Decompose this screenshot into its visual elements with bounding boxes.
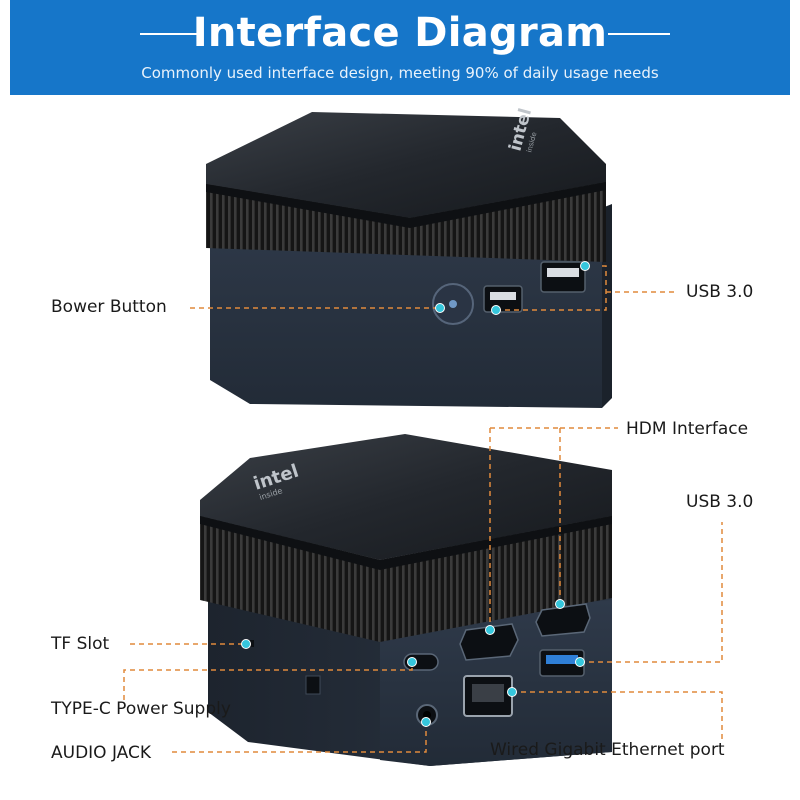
marker-type-c bbox=[407, 657, 417, 667]
device-top-lid bbox=[206, 112, 606, 218]
header-banner: Interface Diagram Commonly used interfac… bbox=[10, 0, 790, 95]
label-hdmi: HDM Interface bbox=[626, 419, 749, 439]
page-subtitle: Commonly used interface design, meeting … bbox=[141, 64, 659, 82]
title-rule-right bbox=[608, 33, 670, 35]
leader-audio-jack bbox=[172, 722, 427, 753]
callout-leader-lines bbox=[123, 265, 723, 753]
marker-hdmi-2 bbox=[555, 599, 565, 609]
mini-pc-front-view: intel inside bbox=[206, 106, 612, 408]
mini-pc-rear-view: intel inside bbox=[200, 434, 612, 766]
usb3-blue-tongue bbox=[546, 655, 578, 664]
marker-usb-rear bbox=[575, 657, 585, 667]
label-type-c: TYPE-C Power Supply bbox=[51, 699, 231, 719]
marker-power-button bbox=[435, 303, 445, 313]
usb-port-tongue bbox=[547, 268, 579, 277]
label-usb-rear: USB 3.0 bbox=[686, 492, 754, 512]
callout-marker-dots bbox=[241, 261, 590, 727]
label-tf-slot: TF Slot bbox=[51, 634, 110, 654]
marker-usb-front-2 bbox=[580, 261, 590, 271]
marker-audio-jack bbox=[421, 717, 431, 727]
lid-edge bbox=[200, 516, 612, 570]
leader-usb-rear bbox=[580, 522, 723, 663]
kensington-slot bbox=[305, 675, 321, 695]
leader-ethernet bbox=[512, 691, 723, 740]
label-power-button: Bower Button bbox=[51, 297, 167, 317]
device-top-lid bbox=[200, 434, 612, 560]
label-ethernet: Wired Gigabit Ethernet port bbox=[490, 740, 725, 760]
ethernet-port-pins bbox=[472, 684, 504, 702]
marker-usb-front-1 bbox=[491, 305, 501, 315]
label-usb-front: USB 3.0 bbox=[686, 282, 754, 302]
page-title: Interface Diagram bbox=[192, 10, 608, 56]
audio-jack-hole bbox=[423, 711, 431, 719]
marker-ethernet bbox=[507, 687, 517, 697]
hdmi-port-1 bbox=[459, 623, 519, 661]
title-rule-left bbox=[140, 33, 202, 35]
marker-hdmi-1 bbox=[485, 625, 495, 635]
hdmi-port-2 bbox=[535, 603, 591, 637]
power-led bbox=[449, 300, 457, 308]
leader-type-c bbox=[123, 662, 413, 700]
leader-usb-front-1 bbox=[496, 265, 607, 311]
label-audio-jack: AUDIO JACK bbox=[51, 743, 152, 763]
usb-port-tongue bbox=[490, 292, 516, 300]
lid-edge bbox=[206, 182, 606, 228]
marker-tf-slot bbox=[241, 639, 251, 649]
